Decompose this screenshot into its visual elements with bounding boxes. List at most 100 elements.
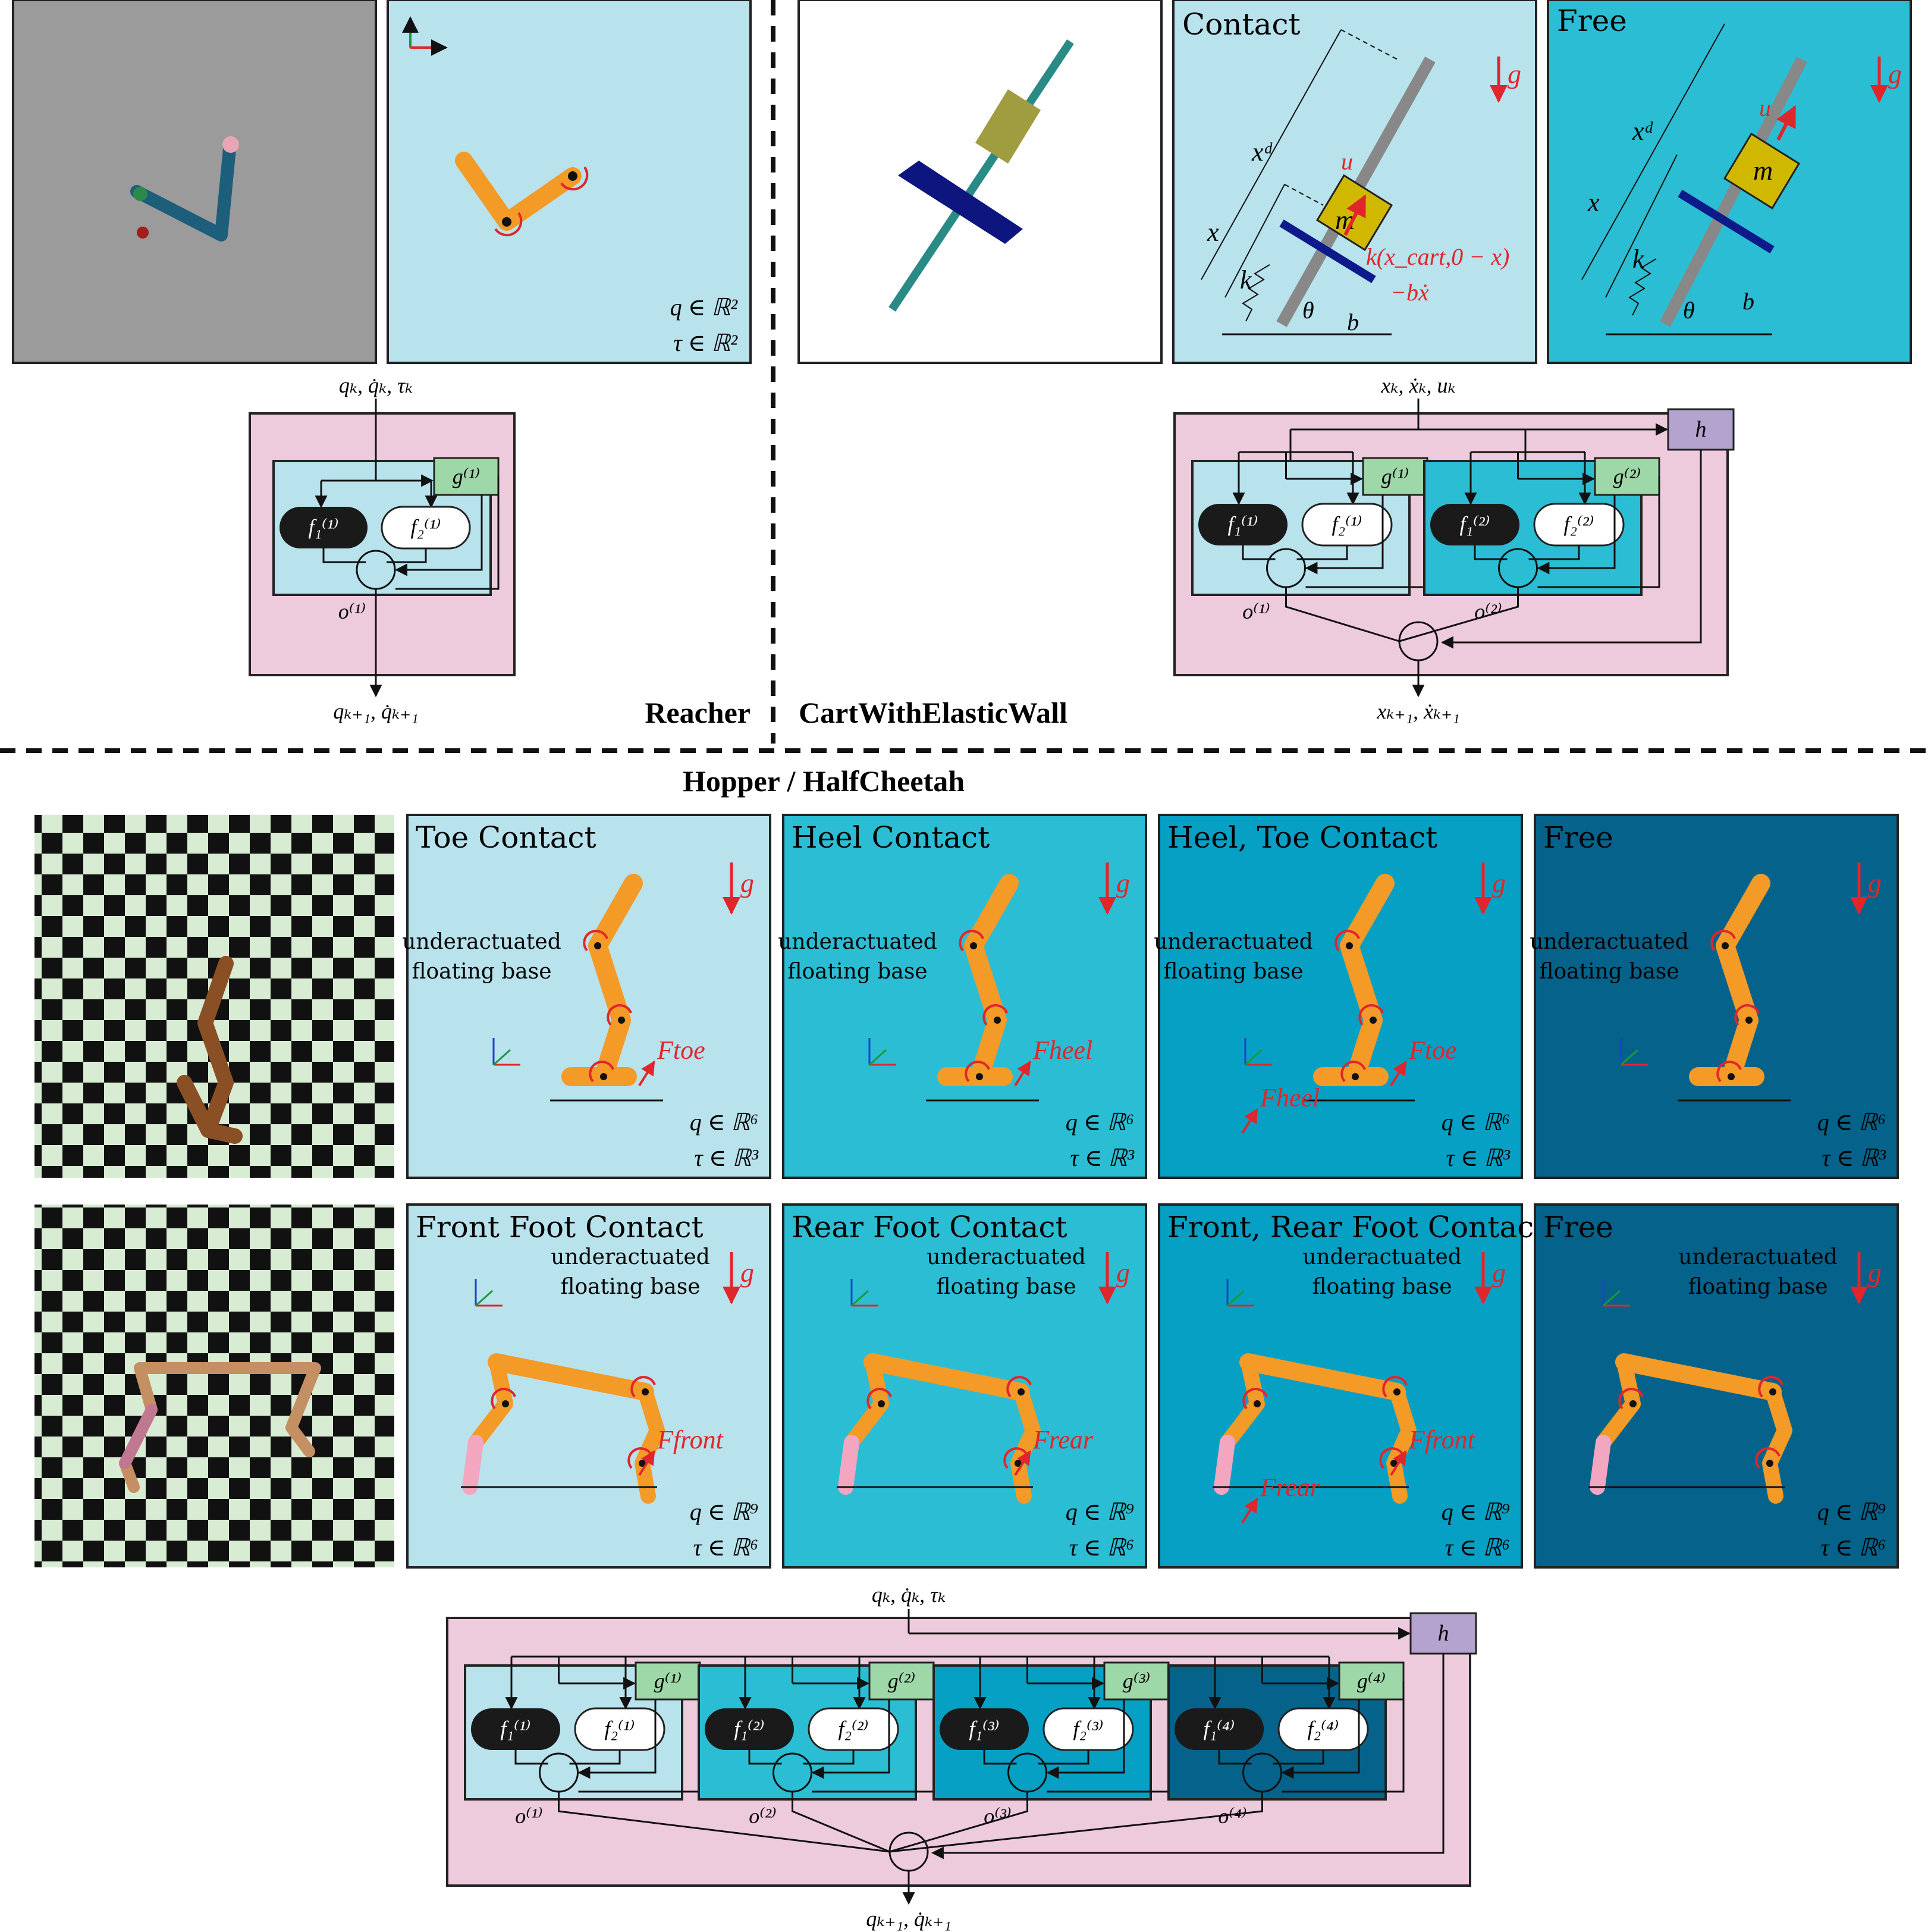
contact-force-arrow-icon [1014, 1450, 1031, 1476]
joint-torque-icon [1710, 930, 1736, 952]
panel-title: Front, Rear Foot Contact [1167, 1210, 1546, 1244]
svg-text:x: x [1207, 218, 1219, 247]
f1-label: f₁⁽¹⁾ [501, 1717, 531, 1740]
q-space: q ∈ ℝ⁶ [1442, 1109, 1510, 1136]
guard-label: g⁽⁴⁾ [1357, 1669, 1386, 1693]
cart-output: xₖ₊₁, ẋₖ₊₁ [1376, 700, 1459, 723]
contact-force-arrow-icon [638, 1450, 655, 1476]
f1-label: f₁⁽²⁾ [1460, 512, 1490, 536]
floating-base-label: underactuated [402, 930, 561, 954]
contact-force-label: Frear [1260, 1473, 1321, 1502]
f1-node [1430, 504, 1519, 545]
reacher-tau-space: τ ∈ ℝ² [673, 330, 738, 356]
contact-force-label: Frear [1032, 1425, 1094, 1454]
f1-label: f₁⁽⁴⁾ [1204, 1717, 1235, 1740]
joint-torque-icon [583, 930, 608, 952]
f1-label: f₁⁽³⁾ [969, 1717, 1000, 1740]
floating-base-label: underactuated [1530, 930, 1689, 954]
cart-section: Contact m u g xᵈ x k θ b k(x_cart,0 − x)… [797, 0, 1912, 729]
cart-modes: g⁽¹⁾f₁⁽¹⁾f₂⁽¹⁾o⁽¹⁾g⁽²⁾f₁⁽²⁾f₂⁽²⁾o⁽²⁾ [1191, 451, 1660, 642]
tau-space: τ ∈ ℝ³ [1446, 1144, 1511, 1171]
svg-text:x: x [1587, 188, 1600, 217]
svg-text:f₂⁽¹⁾: f₂⁽¹⁾ [411, 515, 441, 539]
guard-label: g⁽²⁾ [888, 1669, 915, 1693]
contact-force-label: Ffront [657, 1425, 724, 1454]
gravity-label: g [1868, 868, 1882, 898]
joint-torque-icon [965, 1061, 990, 1083]
svg-text:k: k [1240, 265, 1252, 294]
reacher-gate-g1 [433, 457, 500, 496]
panel-title: Heel Contact [792, 820, 990, 855]
gravity-label: g [1868, 1257, 1882, 1288]
coordinate-frame-icon [475, 1279, 503, 1307]
joint-torque-icon [959, 930, 984, 952]
q-space: q ∈ ℝ⁹ [690, 1498, 758, 1525]
hopper-leg [588, 874, 643, 1086]
joint-torque-icon [1716, 1061, 1742, 1083]
joint-torque-icon [866, 1388, 892, 1410]
panel-title: Heel, Toe Contact [1167, 820, 1437, 855]
contact-force-arrow-icon [638, 1060, 655, 1087]
coordinate-frame-icon [402, 16, 448, 56]
floating-base-label: floating base [1163, 959, 1303, 984]
cart-title: CartWithElasticWall [799, 696, 1067, 729]
contact-force-arrow-icon [1241, 1108, 1258, 1134]
f2-label: f₂⁽³⁾ [1073, 1717, 1104, 1740]
q-space: q ∈ ℝ⁹ [1817, 1498, 1886, 1525]
mode-block: g⁽¹⁾f₁⁽¹⁾f₂⁽¹⁾o⁽¹⁾ [464, 1655, 890, 1853]
contact-force-label: Ftoe [657, 1036, 705, 1065]
contact-force-arrow-icon [1390, 1450, 1407, 1476]
coordinate-frame-icon [1244, 1038, 1272, 1066]
svg-text:o⁽¹⁾: o⁽¹⁾ [338, 600, 366, 623]
cheetah-front-leg [635, 1384, 665, 1504]
bottom-input: qₖ, q̇ₖ, τₖ [872, 1583, 946, 1607]
f2-label: f₂⁽⁴⁾ [1308, 1717, 1339, 1740]
floating-base-label: floating base [1312, 1275, 1452, 1299]
mode-output-label: o⁽²⁾ [1474, 600, 1502, 623]
contact-force-label: Ftoe [1408, 1036, 1457, 1065]
joint-torque-icon [1340, 1061, 1366, 1083]
floating-base-label: underactuated [1678, 1245, 1838, 1269]
mode-output-label: o⁽¹⁾ [1242, 600, 1270, 623]
f1-label: f₁⁽¹⁾ [1228, 512, 1258, 536]
gravity-label: g [740, 868, 754, 898]
mode-guard-box [1362, 457, 1428, 496]
hopper-header: Hopper / HalfCheetah [683, 764, 965, 798]
floating-base-label: floating base [787, 959, 927, 984]
cheetah-torso [1239, 1353, 1406, 1401]
svg-text:h: h [1695, 417, 1707, 442]
gravity-label: g [1116, 868, 1130, 898]
panel-title: Rear Foot Contact [792, 1210, 1067, 1244]
reacher-f1-node [280, 507, 368, 548]
floating-base-label: floating base [936, 1275, 1076, 1299]
joint-torque-icon [1755, 1447, 1781, 1469]
joint-torque-icon [1358, 1004, 1384, 1026]
f1-label: f₁⁽²⁾ [734, 1717, 765, 1740]
mode-block: g⁽²⁾f₁⁽²⁾f₂⁽²⁾o⁽²⁾ [1399, 451, 1660, 642]
svg-text:k(x_cart,0 − x): k(x_cart,0 − x) [1366, 243, 1509, 270]
floating-base-label: floating base [1539, 959, 1679, 984]
bottom-hybrid-diagram: qₖ, q̇ₖ, τₖ h qₖ₊₁, q̇ₖ₊₁ g⁽¹⁾f₁⁽¹⁾f₂⁽¹⁾… [446, 1583, 1477, 1931]
bottom-modes: g⁽¹⁾f₁⁽¹⁾f₂⁽¹⁾o⁽¹⁾g⁽²⁾f₁⁽²⁾f₂⁽²⁾o⁽²⁾g⁽³⁾… [464, 1655, 1405, 1853]
contact-force-label: Ffront [1408, 1425, 1476, 1454]
svg-text:g⁽¹⁾: g⁽¹⁾ [453, 465, 480, 488]
guard-label: g⁽³⁾ [1123, 1669, 1150, 1693]
f2-label: f₂⁽¹⁾ [1332, 512, 1362, 536]
cheetah-torso [1615, 1353, 1782, 1401]
halfcheetah-render [34, 1205, 394, 1567]
hopper-leg [1340, 874, 1395, 1086]
mode-guard-box [1103, 1661, 1170, 1701]
coordinate-frame-icon [1620, 1038, 1648, 1066]
guard-label: g⁽²⁾ [1613, 465, 1641, 488]
f1-node [1198, 504, 1288, 545]
panel-title: Front Foot Contact [416, 1210, 704, 1244]
svg-text:Contact: Contact [1182, 7, 1301, 42]
joint-torque-icon [607, 1004, 632, 1026]
